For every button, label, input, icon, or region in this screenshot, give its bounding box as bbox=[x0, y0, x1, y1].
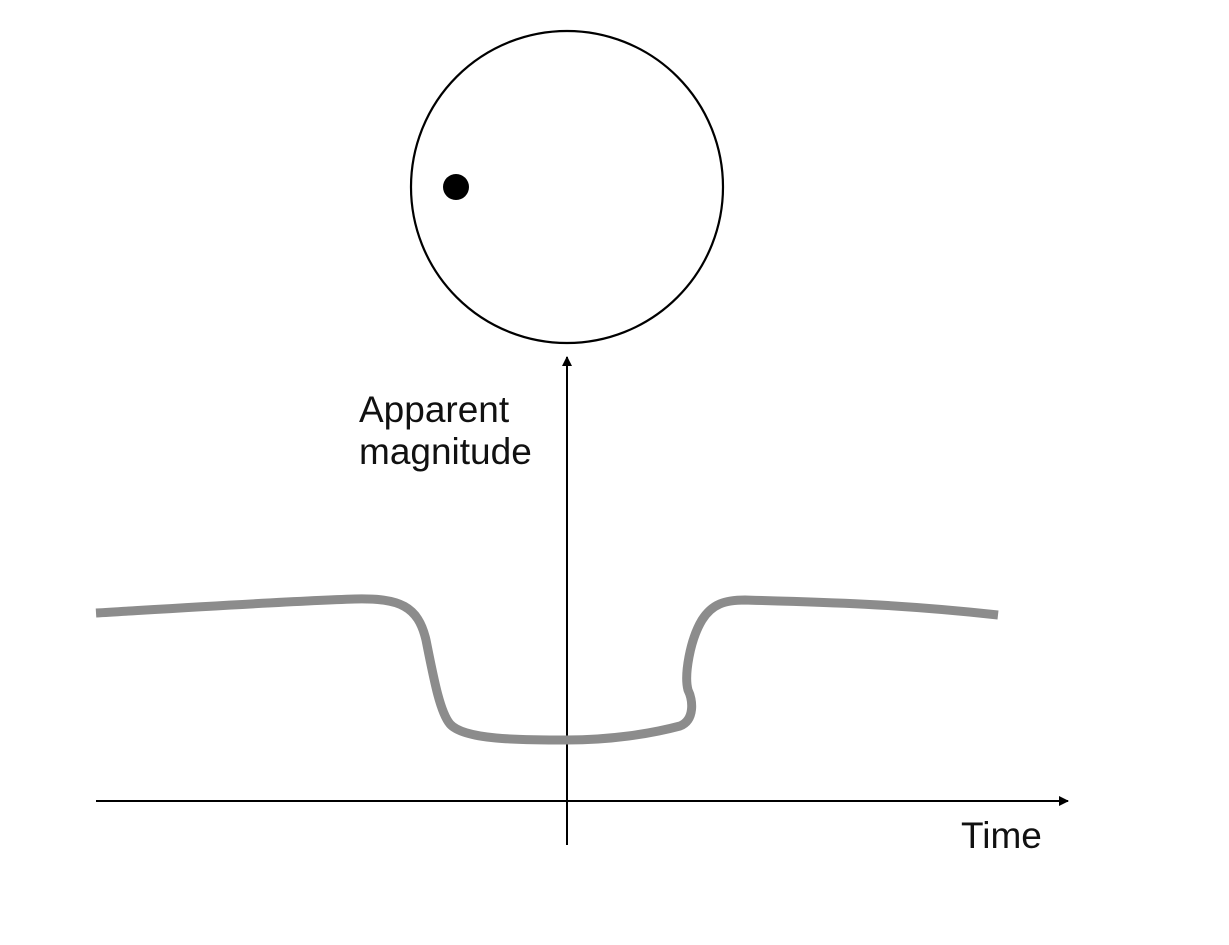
star-disc bbox=[409, 29, 725, 345]
y-axis-label-line2: magnitude bbox=[359, 431, 532, 472]
light-curve bbox=[95, 594, 999, 745]
planet-dot bbox=[443, 174, 469, 200]
y-axis-label-line1: Apparent bbox=[359, 389, 510, 430]
x-axis-label: Time bbox=[961, 815, 1042, 856]
